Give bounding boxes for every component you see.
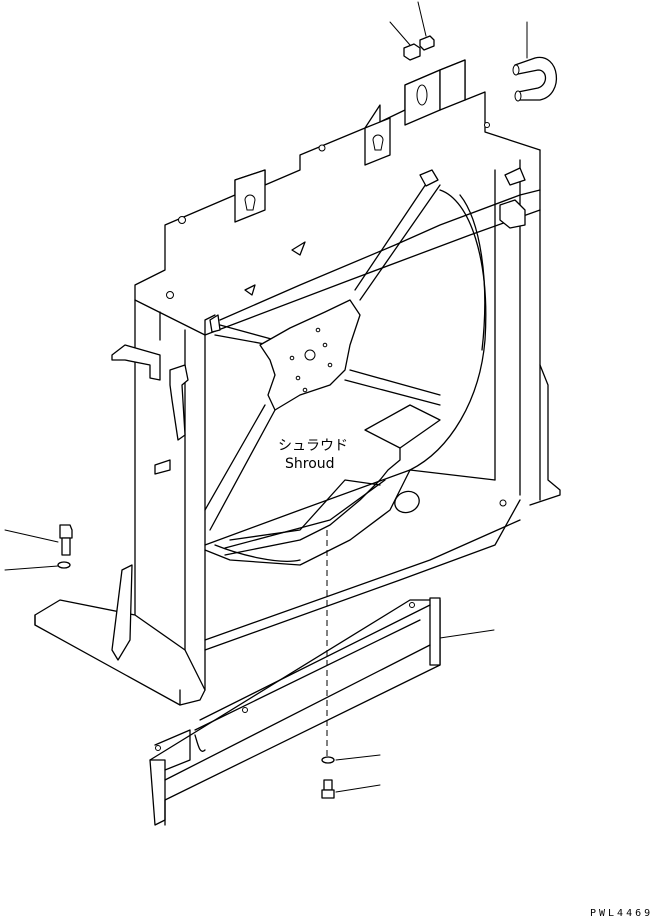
bottom-bolt bbox=[321, 754, 381, 799]
hose-part bbox=[512, 21, 557, 102]
shroud-label-jp: シュラウド bbox=[278, 438, 348, 454]
radiator-frame bbox=[34, 59, 561, 706]
shroud-label-en: Shroud bbox=[285, 456, 335, 472]
left-bolt bbox=[4, 524, 73, 571]
nuts bbox=[389, 1, 435, 61]
drawing-code: PWL4469 bbox=[590, 908, 653, 919]
fan-spider bbox=[204, 167, 526, 531]
shroud-ring bbox=[204, 189, 487, 566]
under-cover bbox=[149, 597, 495, 826]
